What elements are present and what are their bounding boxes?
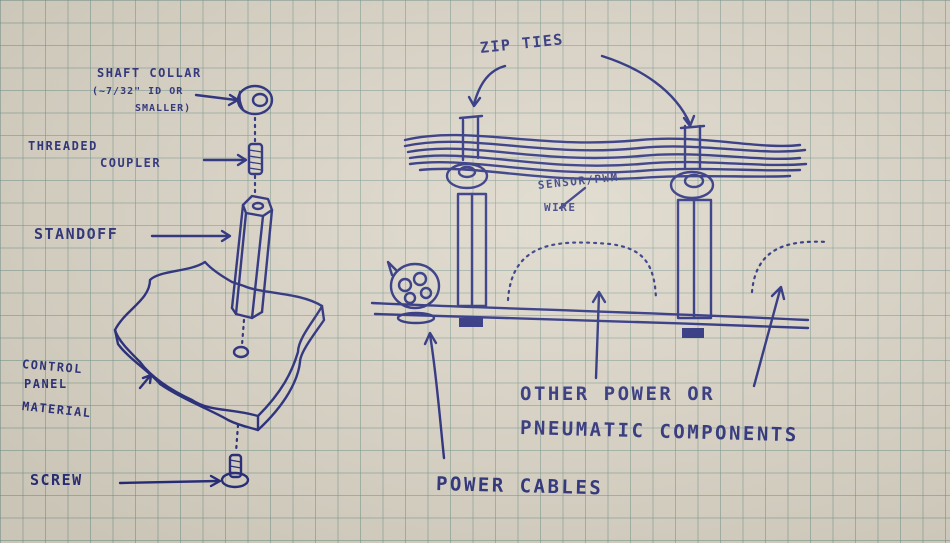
label-wire: WIRE	[544, 201, 577, 214]
dotted-axis-4	[234, 423, 240, 454]
screw-drawing	[220, 453, 250, 489]
standoff-drawing	[230, 194, 274, 320]
right-arrows	[423, 54, 786, 460]
threaded-coupler-drawing	[247, 142, 264, 176]
label-standoff: STANDOFF	[34, 225, 119, 243]
label-other-power: OTHER POWER OR	[520, 383, 716, 405]
label-threaded: THREADED	[28, 139, 98, 153]
left-standoff-assembly	[445, 114, 489, 327]
label-shaft-collar-note-1: (~7/32" ID OR	[92, 86, 184, 97]
power-cable-bundle	[386, 260, 441, 325]
label-panel: PANEL	[24, 377, 68, 391]
shaft-collar-drawing	[236, 84, 274, 116]
label-shaft-collar: SHAFT COLLAR	[97, 66, 202, 80]
label-shaft-collar-note-2: SMALLER)	[135, 103, 192, 114]
left-arrows	[118, 93, 248, 488]
label-power-cables: POWER CABLES	[435, 473, 604, 500]
component-outline-1	[506, 241, 658, 302]
dotted-axis-3	[240, 318, 246, 347]
panel-surface-lines	[370, 301, 810, 330]
label-screw: SCREW	[30, 471, 83, 489]
component-outline-2	[750, 240, 830, 294]
right-standoff-assembly	[669, 124, 715, 338]
label-coupler: COUPLER	[100, 156, 162, 170]
control-panel-drawing	[113, 260, 326, 432]
